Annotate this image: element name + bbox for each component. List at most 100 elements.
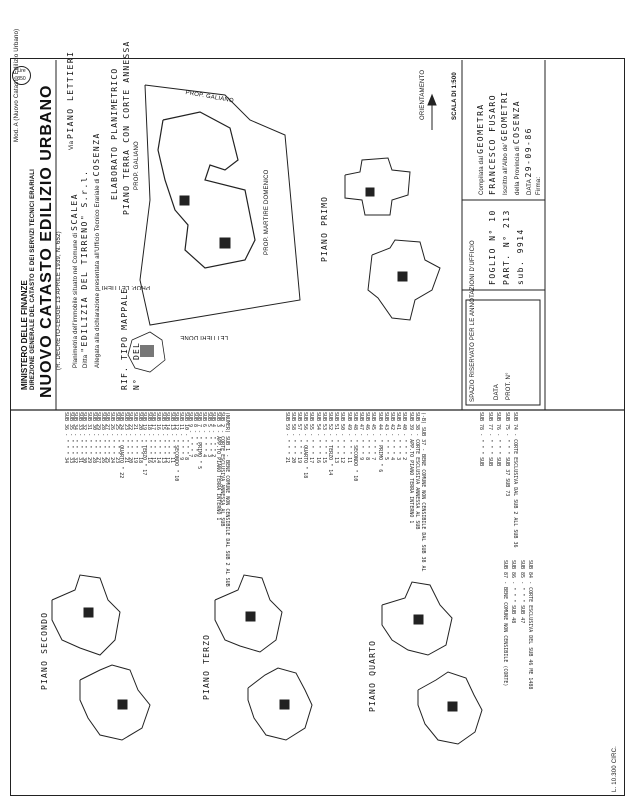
direction-title: DIREZIONE GENERALE DEL CATASTO E DEI SER… — [30, 169, 36, 390]
firma-label: Firma: — [536, 176, 542, 195]
compilata-label: Compilata dal — [479, 155, 485, 195]
legend-block-1: (NUMER) SUB 1 - BENE COMUNE NON CENSIBIL… — [62, 412, 232, 792]
legend-line: SUB 58 - " " " 20 — [289, 412, 296, 464]
legend-line: SUB 41 - " " " 3 — [395, 412, 402, 461]
data-label: DATA — [527, 179, 533, 195]
legend-line: SUB 53 - " " " 15 — [320, 412, 327, 464]
prop-galiano-label: PROP. GALIANO — [134, 141, 140, 190]
part-value: PART. N° 213 — [502, 209, 511, 285]
legend-block-4: SUB 84 - CORTE ESCLUSIVA DEL SUB 46 ME 1… — [475, 560, 535, 790]
foglio-value: FOGLIO N° 10 — [488, 209, 497, 285]
scale-label: SCALA DI 1:500 — [452, 72, 458, 120]
legend-line: SUB 49 - " " " 11 — [345, 412, 352, 464]
legend-line: SUB 57 - " " " 19 — [296, 412, 302, 464]
rif-line1: RIF. TIPO MAPPALE — [120, 287, 129, 390]
ufficio-data-label: DATA — [494, 384, 500, 400]
piano-terzo-label: PIANO TERZO — [202, 633, 211, 700]
prop-lettieri-label: PROP. LETTIERI — [101, 284, 150, 290]
plan-label-text: Planimetria dell'immobile situato nel Co… — [73, 232, 79, 368]
legend-line: SUB 54 - " " " 16 — [314, 412, 321, 464]
stamp-text: L. 10.300 CIRC. — [612, 745, 618, 792]
legend-line: SUB 59 - " " " 21 — [283, 412, 290, 464]
piano-quarto-plans — [381, 581, 483, 745]
legend-line: SUB 74 - CORTE ESCLUSIVA DAL SUB 2 ALL S… — [512, 412, 518, 548]
data-value: 29-09-86 — [524, 127, 533, 178]
albo-label: Iscritto all'Albo de' — [503, 142, 509, 195]
piano-terzo-plans — [214, 574, 313, 741]
ditta-line: Ditta "EDILIZIA DEL TIRRENO" S.r.l. — [80, 170, 89, 368]
legend-line: SUB 55 - " " " 17 — [308, 412, 315, 464]
legend-line: SUB 50 - " " " 12 — [339, 412, 346, 464]
legend-line: (-B) SUB 37 - BENE COMUNE NON CENSIBILE … — [420, 412, 426, 572]
prop-lettieri-bottom-label: LETTIERI DONE — [180, 334, 228, 340]
ufficio-box — [465, 299, 541, 406]
legend-line: SUB 78 - " " " SUB — [478, 412, 484, 467]
legend-block-2: (-B) SUB 37 - BENE COMUNE NON CENSIBILE … — [278, 412, 428, 702]
legend-line: SUB 36 - " " " 34 — [63, 412, 69, 464]
legend-line: SUB 38 - CORTE ESCLUSIVA ANNESSA AL SUB — [413, 412, 420, 530]
rif-line2: N° — [132, 377, 141, 390]
compilata-value: GEOMETRA — [476, 103, 485, 154]
rif-line3: DEL — [132, 341, 141, 360]
legend-line: SUB 43 - " " " 5 — [382, 412, 389, 461]
legend-line: SUB 46 - " " " 8 — [364, 412, 371, 461]
via-value: PIANO LETTIERI — [66, 50, 75, 139]
north-arrow-icon — [427, 93, 437, 130]
prop-martire-label: PROP. MARTIRE DOMENICO — [264, 169, 270, 255]
legend-line: SUB 87 - BENE COMUNE NON CENSIBILE (CORT… — [501, 560, 508, 687]
piano-secondo-plans — [51, 574, 151, 741]
compilata-line5: DATA 29-09-86 — [524, 127, 533, 195]
ufficio-prot-label: PROT. N° — [506, 372, 512, 400]
piano-primo-plans — [344, 157, 441, 321]
compilata-line4: della Provincia di COSENZA — [512, 100, 521, 195]
legend-line: SUB 86 - " " " SUB 48 — [510, 560, 516, 624]
law-note: (R. DECRETO-LEGGE 13 APRILE 1939, N. 652… — [56, 231, 62, 370]
comune-value: SCALEA — [70, 192, 79, 231]
legend-line: SUB 42 - " " " 4 — [389, 412, 395, 461]
piano-secondo-label: PIANO SECONDO — [40, 611, 49, 690]
legend-line: SUB 40 - " " " 2 — [401, 412, 408, 461]
lire-stamp: Lire 350 — [12, 66, 31, 85]
compilata-line1: Compilata dal GEOMETRA — [476, 103, 485, 195]
sub-value: sub. 9914 — [516, 228, 525, 285]
ufficio-title: SPAZIO RISERVATO PER LE ANNOTAZIONI D'UF… — [470, 240, 476, 402]
legend-line: SUB 75 - " " " SUB 37 SUB 73 — [503, 412, 510, 497]
lire-text: Lire 350 — [17, 68, 26, 82]
legend-line: SUB 84 - CORTE ESCLUSIVA DEL SUB 46 ME 1… — [527, 560, 533, 690]
ufficio-value: COSENZA — [92, 132, 101, 177]
legend-line: SUB 44 - " PRIMO " 6 — [376, 412, 383, 473]
legend-line: SUB 52 - " TERZO " 14 — [327, 412, 333, 476]
elaborato-subtitle: PIANO TERRA CON CORTE ANNESSA — [122, 40, 131, 215]
allegata-label: Allegata alla dichiarazione presentata a… — [95, 178, 101, 368]
legend-line: SUB 51 - " " " 13 — [333, 412, 340, 464]
compilata-line6: Firma: — [536, 177, 542, 195]
via-line: Via PIANO LETTIERI — [66, 51, 75, 150]
albo-value: GEOMETRI — [500, 90, 509, 141]
via-label: Via — [69, 140, 75, 150]
legend-line: SUB 56 - " QUARTO " 18 — [302, 412, 309, 479]
provincia-value: COSENZA — [512, 99, 521, 145]
site-boundary — [139, 84, 301, 326]
legend-line: SUB 85 - " " " SUB 47 — [518, 560, 525, 624]
compilata-line3: Iscritto all'Albo de' GEOMETRI — [500, 90, 509, 195]
ministry-title: MINISTERO DELLE FINANZE — [20, 280, 29, 390]
legend-line: SUB 48 - " SECONDO " 10 — [351, 412, 358, 482]
provincia-label: della Provincia di — [515, 146, 521, 195]
legend-line: SUB 47 - " " " 9 — [358, 412, 364, 461]
allegata-line: Allegata alla dichiarazione presentata a… — [92, 132, 101, 368]
legend-line: SUB 45 - " " " 7 — [370, 412, 377, 461]
ditta-value: "EDILIZIA DEL TIRRENO" S.r.l. — [80, 169, 89, 353]
piano-primo-label: PIANO PRIMO — [320, 195, 329, 262]
orientamento-label: ORIENTAMENTO — [420, 69, 426, 120]
piano-quarto-label: PIANO QUARTO — [368, 639, 377, 712]
compilata-name: FRANCESCO FUSARO — [488, 93, 497, 195]
key-map — [127, 331, 166, 373]
legend-line: SUB 77 - " " " SUB — [486, 412, 493, 467]
legend-line: SUB 39 - APP.TO PIANO TERRA INTERNO 1 — [407, 412, 414, 524]
document-frame — [10, 58, 625, 796]
ditta-label: Ditta — [83, 354, 89, 368]
document-title: NUOVO CATASTO EDILIZIO URBANO — [38, 84, 55, 398]
plan-label: Planimetria dell'immobile situato nel Co… — [70, 193, 79, 368]
